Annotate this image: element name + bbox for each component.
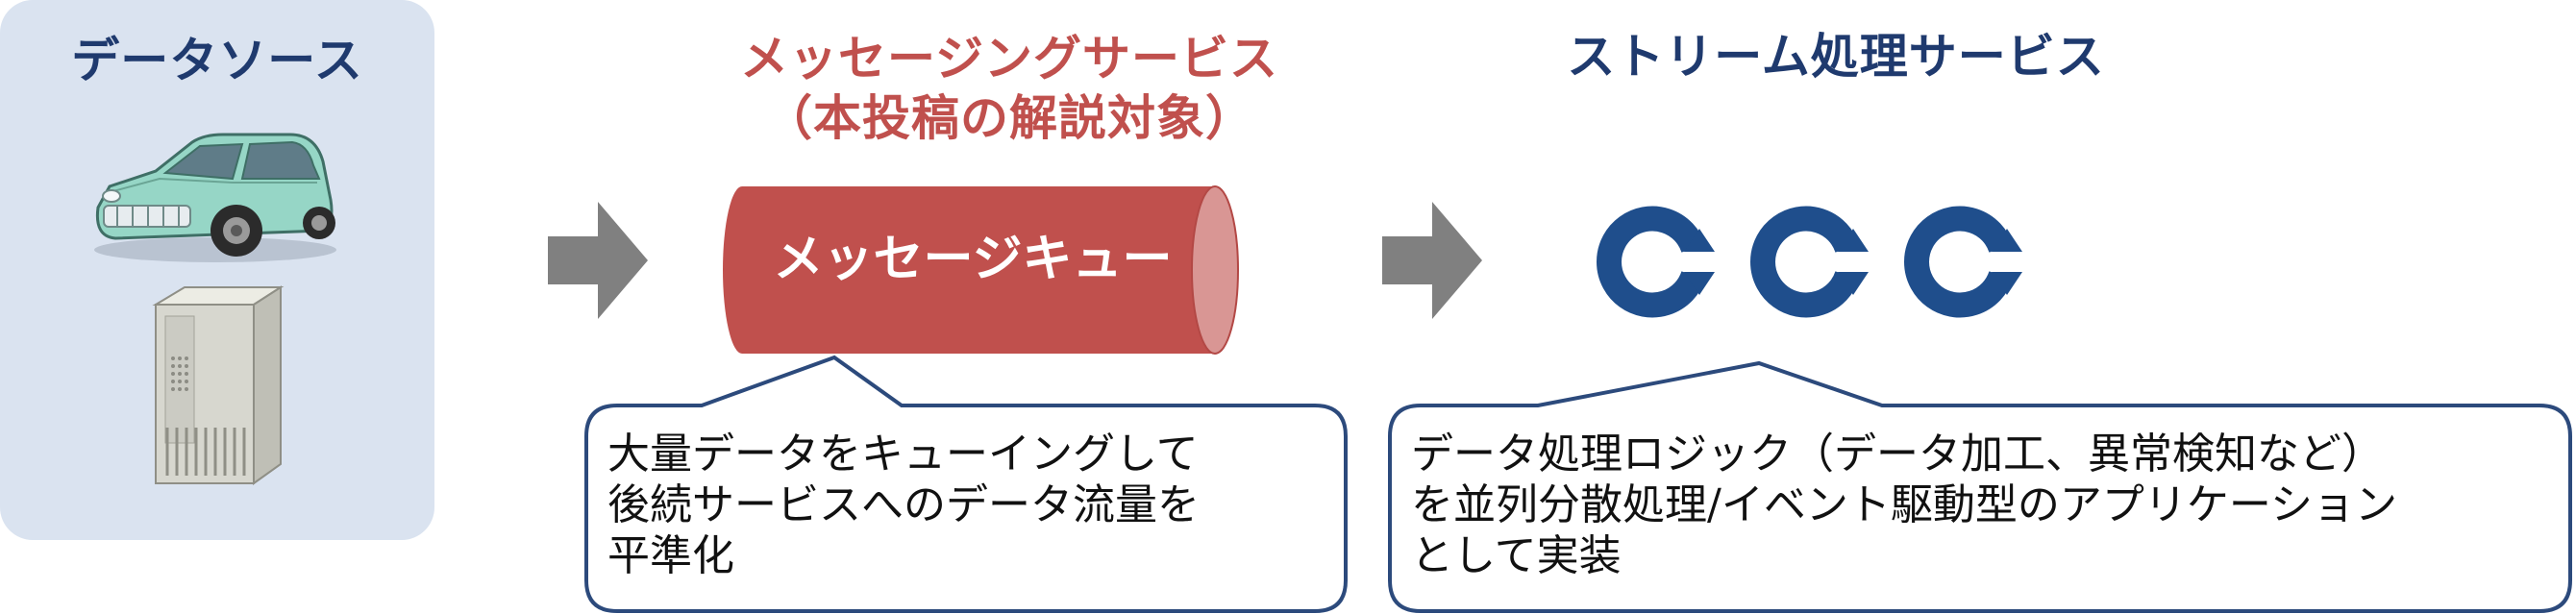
data-source-title: データソース xyxy=(71,33,363,88)
car-icon xyxy=(94,133,336,262)
messaging-callout-bubble xyxy=(584,355,1348,613)
stream-description-line: データ処理ロジック（データ加工、異常検知など） xyxy=(1411,430,2384,479)
messaging-service-title-line1: メッセージングサービス xyxy=(740,31,1278,86)
stream-callout-bubble xyxy=(1388,360,2572,613)
flow-arrow-icon xyxy=(548,202,648,319)
stream-description-line: を並列分散処理/イベント駆動型のアプリケーション xyxy=(1411,480,2397,529)
message-queue-cylinder xyxy=(723,185,1239,355)
messaging-service-title-line2: （本投稿の解説対象） xyxy=(764,90,1254,146)
messaging-description-line: 大量データをキューイングして xyxy=(607,430,1199,479)
stream-description: データ処理ロジック（データ加工、異常検知など） を並列分散処理/イベント駆動型の… xyxy=(1411,429,2397,581)
messaging-description: 大量データをキューイングして 後続サービスへのデータ流量を 平準化 xyxy=(607,429,1200,581)
messaging-description-line: 後続サービスへのデータ流量を xyxy=(607,480,1200,529)
messaging-description-line: 平準化 xyxy=(607,531,734,580)
server-icon xyxy=(152,285,285,485)
stream-processing-title: ストリーム処理サービス xyxy=(1567,29,2105,85)
flow-arrow-icon xyxy=(1382,202,1482,319)
message-queue-label: メッセージキュー xyxy=(773,231,1173,288)
messaging-service-title: メッセージングサービス （本投稿の解説対象） xyxy=(673,29,1346,148)
stream-description-line: として実装 xyxy=(1411,531,1622,580)
